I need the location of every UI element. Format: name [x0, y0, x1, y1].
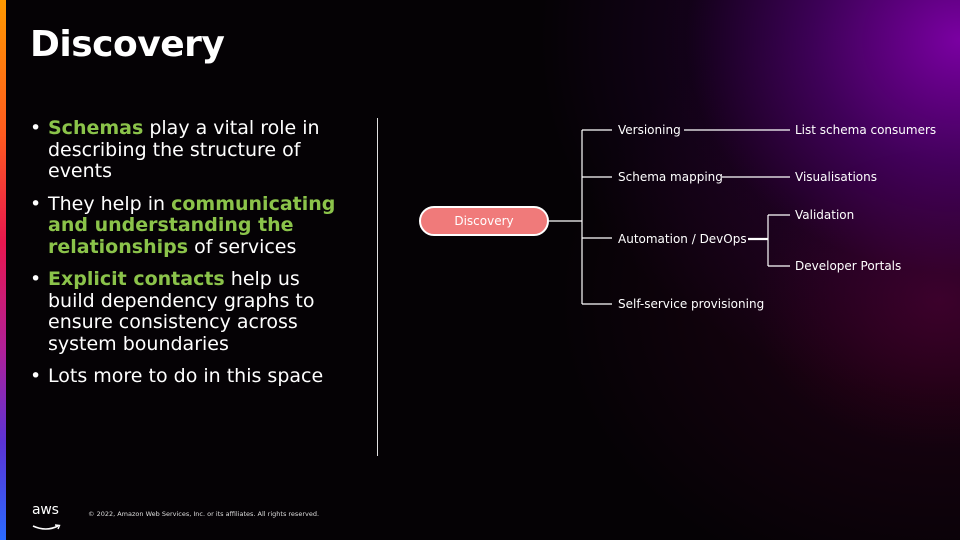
bullet-item: Explicit contacts help us build dependen…: [30, 268, 350, 355]
bullet-list: Schemas play a vital role in describing …: [30, 117, 350, 399]
branch-label-schema-mapping: Schema mapping: [618, 170, 723, 184]
root-node-discovery: Discovery: [419, 206, 549, 236]
branch-label-self-service: Self-service provisioning: [618, 297, 765, 311]
leaf-label-validation: Validation: [795, 208, 855, 222]
leaf-label-list-schema-consumers: List schema consumers: [795, 123, 937, 137]
branch-label-automation: Automation / DevOps: [618, 232, 747, 246]
branch-label-versioning: Versioning: [618, 123, 681, 137]
bullet-text: They help in: [48, 192, 172, 215]
bullet-text-highlight: Explicit contacts: [48, 268, 225, 290]
aws-logo: aws: [32, 503, 62, 536]
bullet-text: play a vital role in describing the stru…: [48, 117, 320, 182]
slide-title: Discovery: [30, 24, 225, 65]
accent-edge-bar: [0, 0, 6, 540]
leaf-label-developer-portals: Developer Portals: [795, 259, 902, 273]
bullet-text: of services: [188, 235, 297, 258]
bullet-text: help us build dependency graphs to ensur…: [48, 268, 315, 355]
bullet-item: They help in communicating and understan…: [30, 192, 350, 259]
aws-logo-text: aws: [32, 502, 59, 518]
aws-smile-icon: [32, 524, 61, 530]
bullet-text-highlight: Schemas: [48, 117, 144, 139]
bullet-item: Schemas play a vital role in describing …: [30, 117, 350, 183]
leaf-label-visualisations: Visualisations: [795, 170, 878, 184]
bullet-text: Lots more to do in this space: [48, 365, 324, 387]
copyright-notice: © 2022, Amazon Web Services, Inc. or its…: [88, 510, 320, 518]
bullet-item: Lots more to do in this space: [30, 365, 350, 388]
bullet-text-highlight: communicating and understanding the rela…: [48, 192, 336, 258]
vertical-divider: [377, 118, 378, 456]
